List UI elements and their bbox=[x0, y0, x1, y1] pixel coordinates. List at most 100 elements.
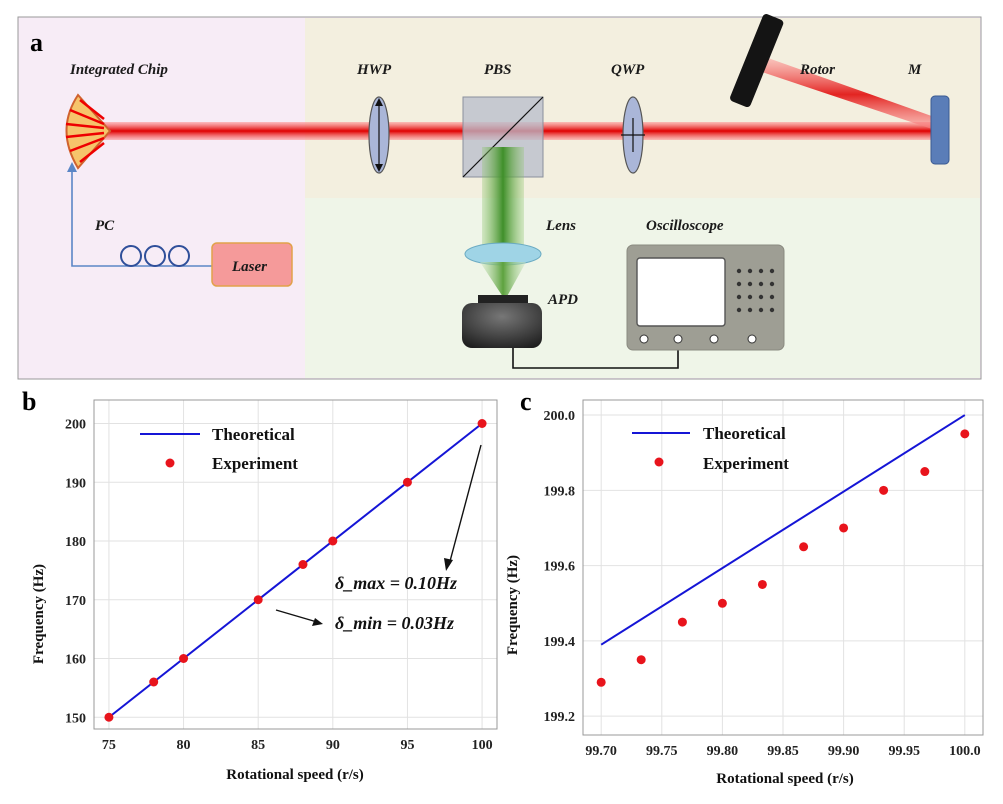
y-tick-label: 190 bbox=[65, 476, 86, 491]
panel-label-b: b bbox=[22, 387, 36, 416]
green-detection-beam bbox=[482, 147, 524, 247]
y-tick-label: 200 bbox=[65, 418, 86, 433]
label-oscilloscope: Oscilloscope bbox=[646, 218, 724, 234]
x-tick-label: 95 bbox=[400, 738, 414, 753]
theoretical-line bbox=[108, 422, 483, 719]
x-tick-label: 99.85 bbox=[767, 744, 799, 759]
x-tick-label: 100.0 bbox=[949, 744, 981, 759]
experiment-point bbox=[920, 467, 930, 477]
experiment-point bbox=[677, 617, 687, 627]
chart-b-x-axis-label: Rotational speed (r/s) bbox=[226, 767, 364, 783]
mirror bbox=[930, 95, 950, 165]
apd-head bbox=[478, 295, 528, 303]
polarization-controller bbox=[120, 245, 190, 267]
experiment-point bbox=[799, 542, 809, 552]
rotor bbox=[730, 14, 784, 108]
panel-label-a: a bbox=[30, 28, 43, 57]
x-tick-label: 99.70 bbox=[585, 744, 617, 759]
panel-label-c: c bbox=[520, 387, 532, 416]
free-space-region bbox=[305, 18, 980, 198]
experiment-point bbox=[179, 654, 189, 663]
experiment-point bbox=[879, 485, 889, 495]
experiment-point bbox=[839, 523, 849, 533]
experiment-point bbox=[328, 536, 338, 546]
label-lens: Lens bbox=[545, 218, 576, 234]
label-hwp: HWP bbox=[356, 62, 392, 78]
x-tick-label: 80 bbox=[177, 738, 191, 753]
legend-experiment-label: Experiment bbox=[703, 454, 789, 473]
x-tick-label: 100 bbox=[472, 738, 493, 753]
label-apd: APD bbox=[547, 292, 578, 308]
y-tick-label: 150 bbox=[65, 711, 86, 726]
experiment-point bbox=[757, 579, 767, 589]
fiber-arrow-icon bbox=[67, 162, 77, 172]
annotation-min-arrow bbox=[275, 609, 318, 623]
chart-c-x-axis-label: Rotational speed (r/s) bbox=[716, 771, 854, 787]
label-pbs: PBS bbox=[484, 62, 512, 78]
y-tick-label: 199.4 bbox=[544, 635, 576, 650]
x-tick-label: 85 bbox=[251, 738, 265, 753]
x-tick-label: 99.80 bbox=[707, 744, 739, 759]
chart-b-legend: Theoretical Experiment bbox=[140, 425, 298, 473]
x-tick-label: 99.95 bbox=[888, 744, 920, 759]
experiment-point bbox=[636, 655, 646, 665]
theoretical-line bbox=[600, 414, 966, 646]
x-tick-label: 99.75 bbox=[646, 744, 678, 759]
y-tick-label: 200.0 bbox=[544, 409, 576, 424]
chart-c: c 99.70 99.75 99.80 99.85 99.90 99.95 100.0 199… bbox=[505, 387, 984, 787]
y-tick-label: 160 bbox=[65, 653, 86, 668]
label-qwp: QWP bbox=[611, 62, 645, 78]
lens bbox=[464, 242, 542, 266]
legend-theoretical-label: Theoretical bbox=[703, 424, 786, 443]
annotation-max-arrow bbox=[448, 444, 482, 566]
chart-b-annotations: δ_max = 0.10Hz δ_min = 0.03Hz bbox=[275, 444, 482, 633]
experiment-point bbox=[253, 595, 263, 605]
y-tick-label: 170 bbox=[65, 594, 86, 609]
label-pc: PC bbox=[95, 218, 115, 234]
legend-experiment-marker bbox=[165, 458, 175, 468]
reflected-beam bbox=[762, 58, 940, 131]
experiment-point bbox=[960, 429, 970, 439]
chart-b-plot-area bbox=[93, 399, 498, 730]
y-tick-label: 199.8 bbox=[544, 484, 576, 499]
legend-theoretical-label: Theoretical bbox=[212, 425, 295, 444]
legend-experiment-label: Experiment bbox=[212, 454, 298, 473]
optical-setup-schematic: a bbox=[17, 14, 982, 380]
legend-experiment-marker bbox=[654, 457, 664, 467]
x-tick-label: 99.90 bbox=[828, 744, 860, 759]
fiber bbox=[71, 170, 212, 267]
experiment-point bbox=[717, 598, 727, 608]
chart-b: b 75 80 85 90 95 100 150 160 170 180 190 200 Rotati… bbox=[22, 387, 498, 783]
chart-b-y-axis-label: Frequency (Hz) bbox=[31, 564, 47, 664]
hwp-arrow-up-icon bbox=[375, 98, 383, 106]
experiment-point bbox=[104, 712, 114, 722]
hwp-arrow-down-icon bbox=[375, 164, 383, 172]
avalanche-photodiode bbox=[462, 303, 542, 348]
annotation-max-arrowhead-icon bbox=[444, 558, 453, 571]
label-mirror: M bbox=[907, 62, 922, 78]
focused-beam bbox=[480, 262, 526, 300]
experiment-point bbox=[596, 677, 606, 687]
chart-c-plot-area bbox=[582, 399, 984, 736]
y-tick-label: 180 bbox=[65, 535, 86, 550]
laser-source bbox=[211, 242, 293, 287]
experiment-point bbox=[402, 477, 412, 487]
label-rotor: Rotor bbox=[799, 62, 835, 78]
annotation-max-text: δ_max = 0.10Hz bbox=[335, 573, 457, 593]
label-laser: Laser bbox=[231, 259, 267, 275]
y-tick-label: 199.6 bbox=[544, 560, 576, 575]
x-tick-label: 75 bbox=[102, 738, 116, 753]
annotation-min-arrowhead-icon bbox=[312, 618, 323, 626]
experiment-point bbox=[477, 419, 487, 428]
signal-cable bbox=[512, 340, 679, 369]
experiment-point bbox=[149, 677, 159, 687]
x-tick-label: 90 bbox=[326, 738, 340, 753]
y-tick-label: 199.2 bbox=[544, 710, 576, 725]
annotation-min-text: δ_min = 0.03Hz bbox=[335, 613, 454, 633]
experiment-point bbox=[298, 560, 308, 569]
label-integrated-chip: Integrated Chip bbox=[69, 62, 168, 78]
chart-c-y-axis-label: Frequency (Hz) bbox=[505, 555, 521, 655]
oscilloscope bbox=[626, 244, 785, 351]
chart-c-legend: Theoretical Experiment bbox=[632, 424, 789, 473]
chip-emission-arrows bbox=[65, 99, 105, 163]
